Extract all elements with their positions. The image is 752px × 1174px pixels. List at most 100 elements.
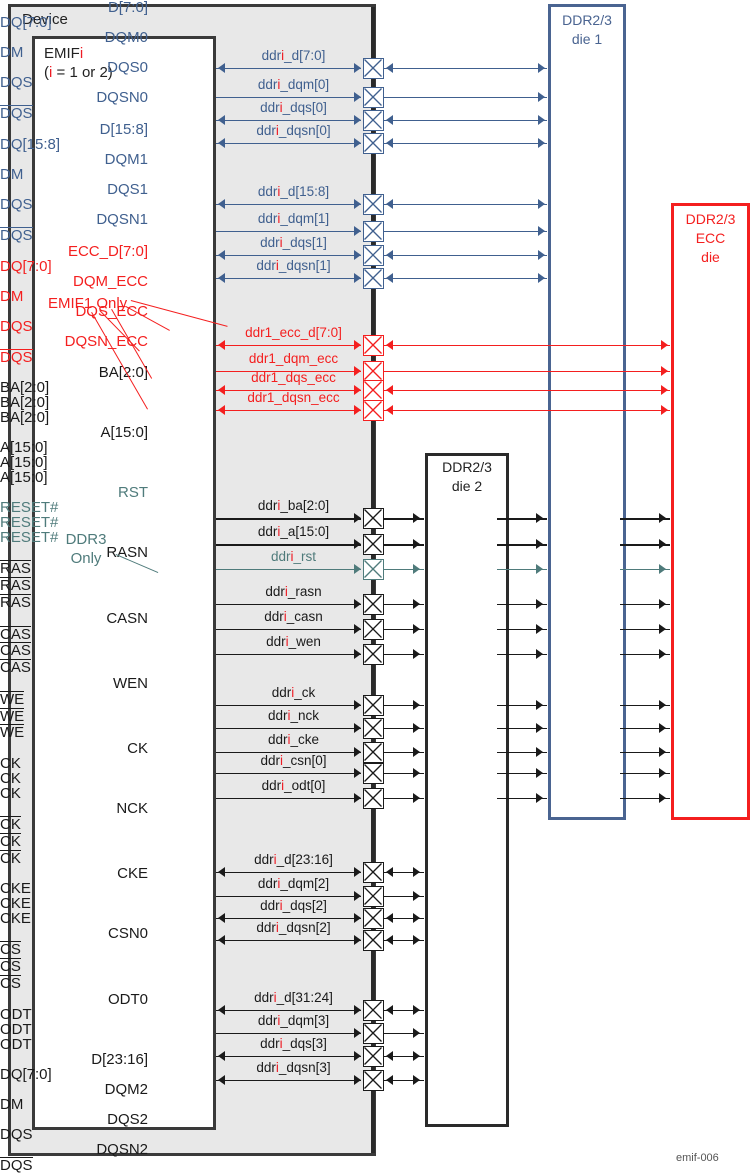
- pad-to-die1-wire: [384, 143, 547, 144]
- pad-to-ecc-wire: [384, 371, 670, 372]
- emif-to-pad-wire: [216, 1080, 361, 1081]
- ddr-ecc-title-line2: ECC: [695, 230, 726, 246]
- arrow-right-icon: [536, 599, 543, 609]
- die1-pin-label: CKE: [0, 895, 31, 913]
- io-pad-symbol: [363, 593, 384, 615]
- emif-pin-label: BA[2:0]: [98, 364, 148, 382]
- die1-pin-label: CAS: [0, 642, 752, 659]
- arrow-left-icon: [218, 867, 225, 877]
- arrow-right-icon: [536, 747, 543, 757]
- pad-to-die1-wire: [384, 204, 547, 205]
- ecc-die-pin-label: CK: [0, 849, 752, 867]
- pad-to-die1-wire: [384, 68, 547, 69]
- die2-to-die1-wire: [497, 518, 547, 520]
- arrow-right-icon: [659, 624, 666, 634]
- figure-id: emif-006: [676, 1152, 719, 1164]
- ecc-die-pin-label: CKE: [0, 910, 31, 928]
- overbar-text: DQS: [0, 226, 33, 244]
- emif-to-pad-wire: [216, 544, 361, 546]
- arrow-right-icon: [659, 700, 666, 710]
- arrow-right-icon: [413, 539, 420, 549]
- die2-pin-label: RESET#: [0, 499, 59, 517]
- pad-to-die2-wire: [384, 1080, 424, 1081]
- die2-to-die1-wire: [497, 798, 547, 799]
- die2-to-die1-wire: [497, 604, 547, 605]
- overbar-text: RAS: [0, 560, 31, 578]
- emif-to-pad-wire: [216, 204, 361, 205]
- overbar-text: CK: [0, 816, 21, 833]
- arrow-right-icon: [413, 1005, 420, 1015]
- ecc-die-pin-label: RESET#: [0, 529, 59, 547]
- arrow-right-icon: [413, 793, 420, 803]
- signal-name-label: ddri_dqsn[0]: [256, 123, 331, 138]
- ddr-ecc-title-line1: DDR2/3: [685, 211, 736, 227]
- signal-name-label: ddri_cke: [267, 732, 320, 747]
- signal-name-label: ddri_rasn: [265, 584, 322, 599]
- io-pad-symbol: [363, 267, 384, 289]
- arrow-left-icon: [386, 115, 393, 125]
- die2-pin-label: ODT: [0, 1005, 32, 1023]
- arrow-left-icon: [386, 867, 393, 877]
- arrow-right-icon: [354, 793, 361, 803]
- arrow-left-icon: [386, 1005, 393, 1015]
- emif-pin-label: D[7:0]: [107, 0, 148, 16]
- io-pad-symbol: [363, 929, 384, 951]
- signal-name-label: ddr1_ecc_d[7:0]: [245, 325, 342, 340]
- arrow-right-icon: [413, 649, 420, 659]
- die2-pin-label: BA[2:0]: [0, 379, 50, 397]
- arrow-right-icon: [659, 768, 666, 778]
- overbar-text: RAS: [0, 593, 31, 611]
- pad-to-die2-wire: [384, 752, 424, 753]
- ecc-die-pin-label: DM: [0, 287, 24, 305]
- overbar-text: WE: [0, 724, 25, 742]
- emif-to-pad-wire: [216, 872, 361, 873]
- pad-to-die2-wire: [384, 1010, 424, 1011]
- arrow-right-icon: [413, 564, 420, 574]
- ecc-die-pin-label: WE: [0, 724, 752, 741]
- arrow-right-icon: [413, 1075, 420, 1085]
- ecc-die-pin-label: CS: [0, 974, 752, 992]
- arrow-left-icon: [218, 1051, 225, 1061]
- arrow-right-icon: [354, 250, 361, 260]
- die1-pin-label: DM: [0, 44, 24, 61]
- arrow-left-icon: [386, 385, 393, 395]
- io-pad-symbol: [363, 109, 384, 131]
- io-pad-symbol: [363, 717, 384, 739]
- overbar-text: CAS: [0, 659, 31, 676]
- emifi-subtitle-open: (: [44, 64, 49, 81]
- die1-to-ecc-wire: [620, 752, 670, 753]
- die1-pin-label: RAS: [0, 577, 752, 594]
- emif-to-pad-wire: [216, 569, 361, 570]
- emif-to-pad-wire: [216, 604, 361, 605]
- emif-pin-label: D[15:8]: [99, 120, 148, 138]
- arrow-right-icon: [413, 1028, 420, 1038]
- signal-name-label: ddri_dqs[2]: [260, 898, 327, 913]
- ddr-die1-title: DDR2/3 die 1: [549, 11, 625, 49]
- die1-pin-label: ODT: [0, 1020, 32, 1038]
- emif-to-pad-wire: [216, 654, 361, 655]
- arrow-left-icon: [218, 935, 225, 945]
- emif-pin-label: DQM1: [104, 150, 148, 168]
- ecc-die-pin-label: CAS: [0, 659, 752, 676]
- arrow-left-icon: [218, 273, 225, 283]
- arrow-right-icon: [659, 723, 666, 733]
- arrow-right-icon: [536, 700, 543, 710]
- emifi-title-index: i: [79, 45, 84, 62]
- pad-to-die2-wire: [384, 1033, 424, 1034]
- arrow-right-icon: [354, 340, 361, 350]
- io-pad-symbol: [363, 885, 384, 907]
- overbar-text: RAS: [0, 577, 31, 594]
- die2-to-die1-wire: [497, 705, 547, 706]
- ecc-die-pin-label: DQS: [0, 317, 33, 335]
- pad-to-die1-wire: [384, 255, 547, 256]
- emif-to-pad-wire: [216, 255, 361, 256]
- emif-pin-label: CSN0: [107, 925, 148, 943]
- emif-pin-label: RASN: [106, 544, 148, 562]
- arrow-right-icon: [538, 273, 545, 283]
- pad-to-die2-wire: [384, 629, 424, 630]
- arrow-right-icon: [538, 199, 545, 209]
- signal-name-label: ddri_d[31:24]: [254, 990, 333, 1005]
- arrow-right-icon: [354, 115, 361, 125]
- emif-to-pad-wire: [216, 97, 361, 98]
- io-pad-symbol: [363, 762, 384, 784]
